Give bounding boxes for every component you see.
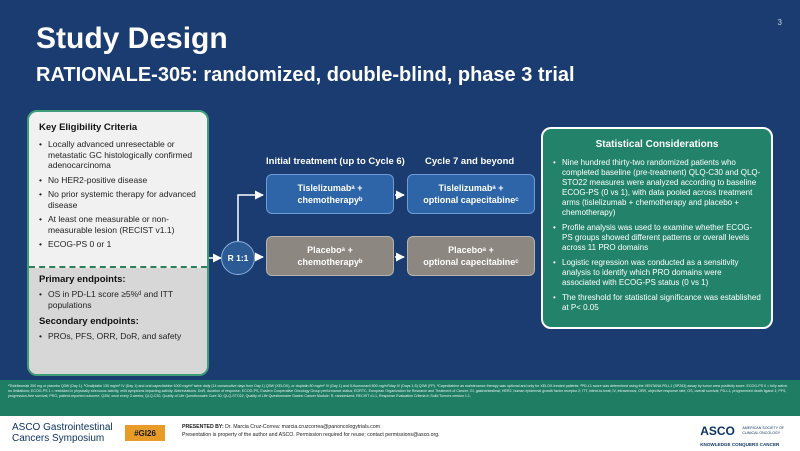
statistical-considerations-panel: Statistical Considerations Nine hundred … <box>541 127 773 329</box>
slide-title: Study Design <box>36 22 228 55</box>
asco-name-line1: AMERICAN SOCIETY OF <box>742 426 784 431</box>
dashed-divider <box>29 266 207 268</box>
secondary-endpoint-item: PROs, PFS, ORR, DoR, and safety <box>39 331 199 342</box>
asco-full-name: AMERICAN SOCIETY OF CLINICAL ONCOLOGY <box>742 426 784 435</box>
arm-tislelizumab-later: Tislelizumabᵃ + optional capecitabineᶜ <box>407 174 535 214</box>
stats-item: The threshold for statistical significan… <box>553 293 761 313</box>
eligibility-item: No prior systemic therapy for advanced d… <box>39 189 199 210</box>
asco-gi-line1: ASCO Gastrointestinal <box>12 422 113 433</box>
arm-tislelizumab-initial: Tislelizumabᵃ + chemotherapyᵇ <box>266 174 394 214</box>
initial-treatment-heading: Initial treatment (up to Cycle 6) <box>266 156 405 167</box>
footer-bar: ASCO Gastrointestinal Cancers Symposium … <box>0 416 800 451</box>
arm-label-line1: Placeboᵃ + <box>448 245 494 255</box>
arrow-to-arm1 <box>237 190 264 241</box>
asco-tagline: KNOWLEDGE CONQUERS CANCER <box>700 442 780 447</box>
arm-label-line1: Tislelizumabᵃ + <box>438 183 504 193</box>
endpoints-panel: Primary endpoints: OS in PD-L1 score ≥5%… <box>29 266 207 374</box>
eligibility-item: ECOG-PS 0 or 1 <box>39 239 199 250</box>
randomization-node: R 1:1 <box>221 241 255 275</box>
later-treatment-heading: Cycle 7 and beyond <box>425 156 515 167</box>
eligibility-panel: Key Eligibility Criteria Locally advance… <box>27 110 209 376</box>
asco-gi-line2: Cancers Symposium <box>12 433 105 444</box>
eligibility-item: At least one measurable or non-measurabl… <box>39 214 199 235</box>
presented-by-label: PRESENTED BY: <box>182 424 224 430</box>
slide-subtitle: RATIONALE-305: randomized, double-blind,… <box>36 64 575 86</box>
arm-placebo-initial: Placeboᵃ + chemotherapyᵇ <box>266 236 394 276</box>
arm-label-line2: chemotherapyᵇ <box>297 257 363 267</box>
primary-endpoints-list: OS in PD-L1 score ≥5%ᵈ and ITT populatio… <box>29 289 207 310</box>
asco-logo: ASCO AMERICAN SOCIETY OF CLINICAL ONCOLO… <box>700 422 784 447</box>
stats-item: Profile analysis was used to examine whe… <box>553 223 761 253</box>
stats-item: Logistic regression was conducted as a s… <box>553 258 761 288</box>
arm-label-line2: chemotherapyᵇ <box>297 195 363 205</box>
hashtag-badge: #GI26 <box>125 425 165 441</box>
asco-wordmark: ASCO <box>700 424 735 438</box>
eligibility-item: Locally advanced unresectable or metasta… <box>39 139 199 171</box>
footnote: ᵃTislelizumab 200 mg or placebo Q3W (Day… <box>0 380 800 416</box>
secondary-endpoints-list: PROs, PFS, ORR, DoR, and safety <box>29 331 207 342</box>
asco-gi-logo: ASCO Gastrointestinal Cancers Symposium <box>12 422 113 444</box>
presenter-info: PRESENTED BY: Dr. Marcia Cruz-Correa: ma… <box>182 423 440 439</box>
primary-endpoint-item: OS in PD-L1 score ≥5%ᵈ and ITT populatio… <box>39 289 199 310</box>
asco-name-line2: CLINICAL ONCOLOGY <box>742 430 781 435</box>
presenter-name: Dr. Marcia Cruz-Correa: marcia.cruzcorre… <box>225 424 381 430</box>
secondary-endpoints-heading: Secondary endpoints: <box>39 316 139 327</box>
slide-number: 3 <box>777 18 782 27</box>
eligibility-item: No HER2-positive disease <box>39 175 199 186</box>
permission-text: Presentation is property of the author a… <box>182 432 440 438</box>
arm-placebo-later: Placeboᵃ + optional capecitabineᶜ <box>407 236 535 276</box>
eligibility-list: Locally advanced unresectable or metasta… <box>29 139 207 250</box>
arm-label-line1: Tislelizumabᵃ + <box>297 183 363 193</box>
eligibility-heading: Key Eligibility Criteria <box>39 122 138 133</box>
arm-label-line2: optional capecitabineᶜ <box>423 195 519 205</box>
stats-list: Nine hundred thirty-two randomized patie… <box>553 158 761 313</box>
stats-heading: Statistical Considerations <box>595 139 719 150</box>
arm-label-line2: optional capecitabineᶜ <box>423 257 519 267</box>
primary-endpoints-heading: Primary endpoints: <box>39 274 126 285</box>
stats-item: Nine hundred thirty-two randomized patie… <box>553 158 761 218</box>
arm-label-line1: Placeboᵃ + <box>307 245 353 255</box>
